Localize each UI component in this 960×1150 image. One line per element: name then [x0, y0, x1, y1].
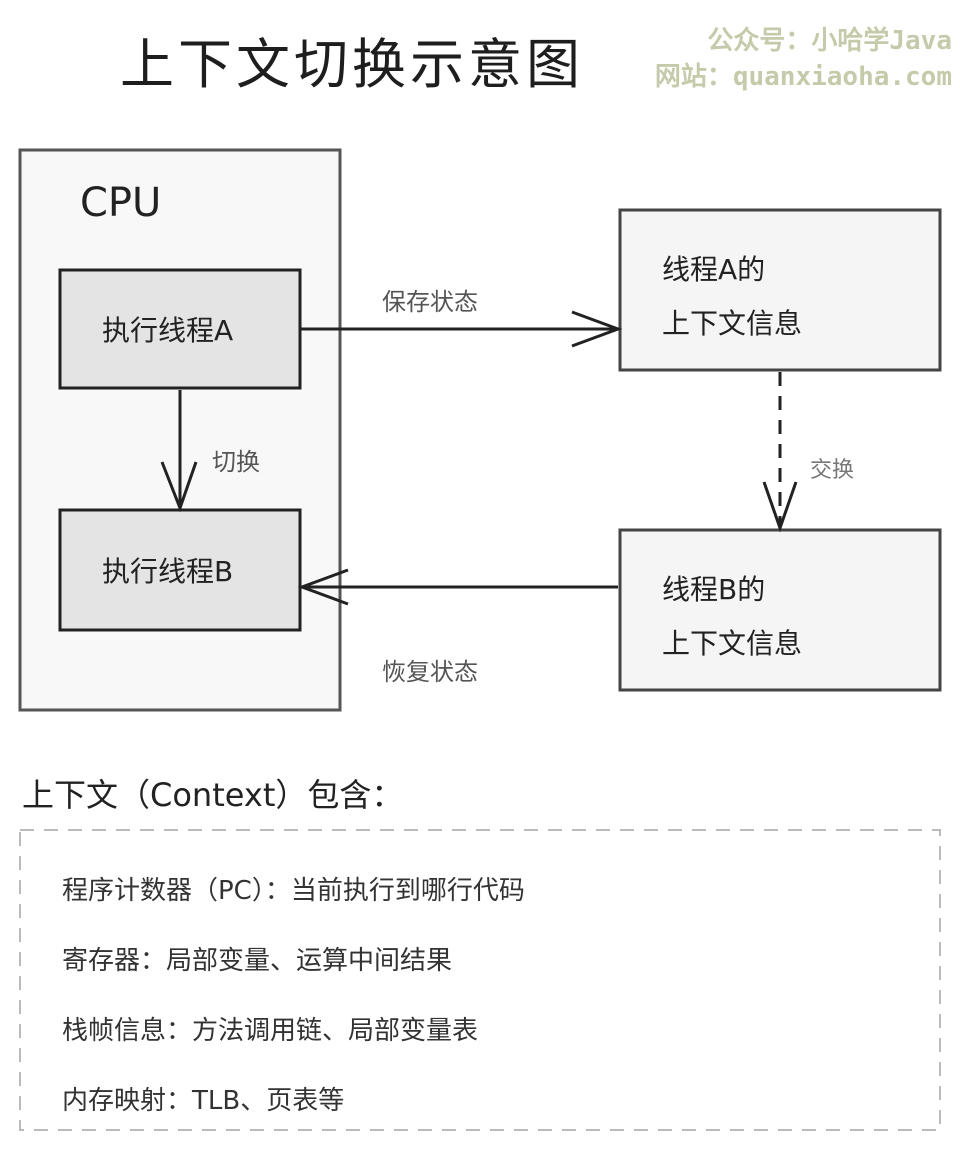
- context-item: 程序计数器（PC）：当前执行到哪行代码: [62, 876, 525, 906]
- context-b-box: [618, 528, 942, 692]
- restore-arrow: [297, 568, 618, 606]
- context-a-line2: 上下文信息: [662, 307, 803, 340]
- thread-a-box: [58, 268, 302, 390]
- restore-label: 恢复状态: [382, 658, 478, 686]
- switch-label: 切换: [212, 448, 260, 476]
- swap-arrow: [762, 372, 798, 533]
- watermark-line1: 公众号：小哈学Java: [707, 26, 952, 56]
- swap-label: 交换: [810, 458, 855, 483]
- context-item: 寄存器：局部变量、运算中间结果: [62, 946, 453, 976]
- save-label: 保存状态: [382, 288, 478, 316]
- context-heading: 上下文（Context）包含：: [22, 776, 404, 814]
- context-item: 内存映射：TLB、页表等: [62, 1086, 345, 1116]
- switch-arrow: [160, 390, 198, 513]
- save-arrow: [300, 310, 623, 348]
- context-b-line1: 线程B的: [662, 573, 766, 606]
- watermark-line2: 网站：quanxiaoha.com: [654, 62, 952, 92]
- context-a-box: [618, 208, 942, 372]
- thread-b-label: 执行线程B: [102, 555, 234, 588]
- thread-a-label: 执行线程A: [102, 314, 234, 347]
- context-a-line1: 线程A的: [662, 253, 766, 286]
- context-b-line2: 上下文信息: [662, 627, 803, 660]
- context-item: 栈帧信息：方法调用链、局部变量表: [62, 1016, 479, 1046]
- context-list-box: [19, 829, 941, 1131]
- page-title: 上下文切换示意图: [120, 33, 584, 96]
- cpu-label: CPU: [80, 180, 162, 226]
